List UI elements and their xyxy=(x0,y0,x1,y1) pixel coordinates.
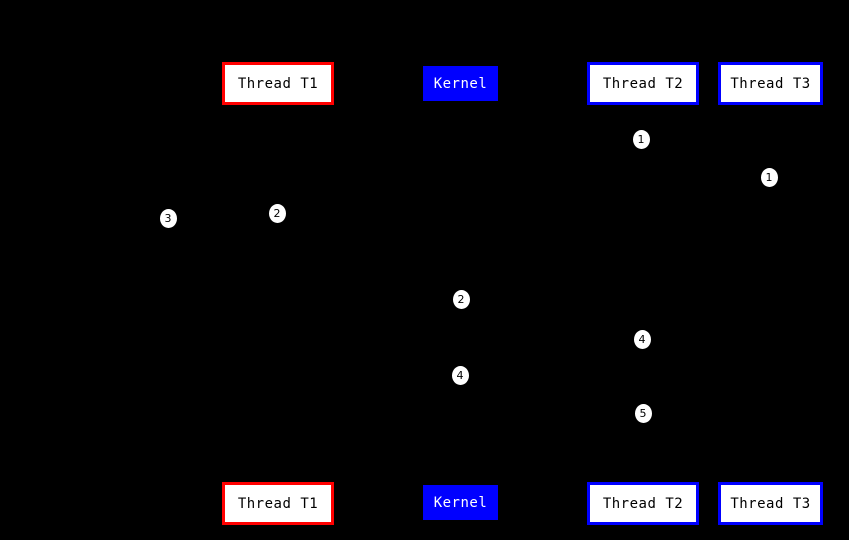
participant-bottom-t1b[interactable]: Thread T1 xyxy=(222,482,334,525)
sequence-badge: 4 xyxy=(632,328,652,350)
participant-label: Thread T2 xyxy=(602,495,684,512)
participant-top-t1[interactable]: Thread T1 xyxy=(222,62,334,105)
participant-top-kernel[interactable]: Kernel xyxy=(423,66,498,101)
participant-label: Thread T1 xyxy=(237,495,319,512)
participant-label: Thread T2 xyxy=(602,75,684,92)
participant-top-t3[interactable]: Thread T3 xyxy=(718,62,823,105)
participant-label: Kernel xyxy=(433,494,488,511)
sequence-badge: 2 xyxy=(451,288,471,310)
lifeline xyxy=(278,105,279,482)
participant-label: Thread T1 xyxy=(237,75,319,92)
lifeline xyxy=(770,105,771,482)
sequence-badge: 5 xyxy=(633,402,653,424)
participant-bottom-t3b[interactable]: Thread T3 xyxy=(718,482,823,525)
participant-label: Kernel xyxy=(433,75,488,92)
sequence-badge: 3 xyxy=(158,207,178,229)
sequence-badge: 1 xyxy=(759,166,779,188)
participant-label: Thread T3 xyxy=(730,75,811,92)
sequence-badge: 2 xyxy=(267,202,287,224)
participant-bottom-t2b[interactable]: Thread T2 xyxy=(587,482,699,525)
lifeline xyxy=(643,105,644,482)
sequence-badge: 1 xyxy=(631,128,651,150)
sequence-badge: 4 xyxy=(450,364,470,386)
participant-label: Thread T3 xyxy=(730,495,811,512)
participant-top-t2[interactable]: Thread T2 xyxy=(587,62,699,105)
participant-bottom-kernelb[interactable]: Kernel xyxy=(423,485,498,520)
